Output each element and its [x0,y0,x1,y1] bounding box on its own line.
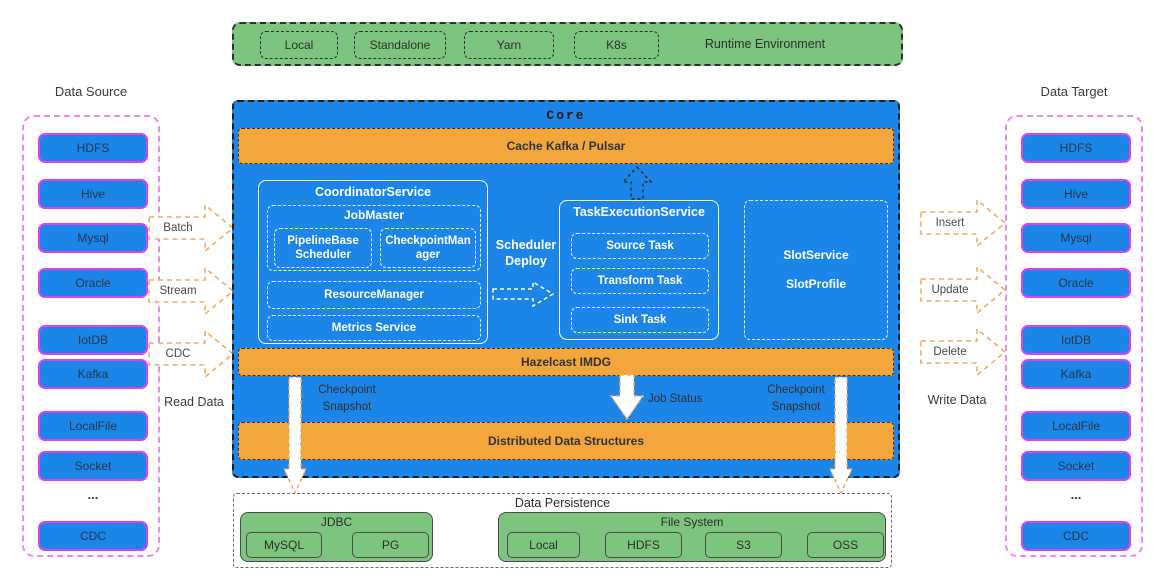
jdbc-item-mysql: MySQL [246,532,322,558]
data-target-container: HDFS Hive Mysql Oracle IotDB Kafka Local… [1005,115,1143,557]
flow-label-delete: Delete [933,346,967,358]
source-item-kafka: Kafka [38,359,148,389]
runtime-environment-label: Runtime Environment [704,37,826,51]
cache-kafka-pulsar-bar: Cache Kafka / Pulsar [238,128,894,164]
flow-arrow-update: Update [920,264,1006,316]
job-status-down-arrow-icon [610,374,644,420]
jdbc-title: JDBC [320,515,353,529]
job-master-title: JobMaster [343,208,405,222]
source-item-socket: Socket [38,451,148,481]
runtime-environment-box: Local Standalone Yarn K8s Runtime Enviro… [232,22,903,66]
flow-arrow-insert: Insert [920,197,1006,249]
job-master-box: JobMaster PipelineBase Scheduler Checkpo… [267,205,481,271]
source-item-mysql: Mysql [38,223,148,253]
fs-item-hdfs: HDFS [605,532,682,558]
flow-label-insert: Insert [935,217,965,229]
right-block-arrow-icon [148,329,234,379]
target-item-socket: Socket [1021,451,1131,481]
coordinator-service-title: CoordinatorService [314,185,431,199]
target-item-mysql: Mysql [1021,223,1131,253]
hazelcast-imdg-bar: Hazelcast IMDG [238,348,894,376]
core-title: Core [546,107,586,123]
flow-arrow-delete: Delete [920,326,1006,378]
right-block-arrow-icon [920,265,1006,315]
target-item-hdfs: HDFS [1021,133,1131,163]
runtime-item-k8s: K8s [574,31,659,59]
source-item-hdfs: HDFS [38,133,148,163]
resource-manager-box: ResourceManager [267,281,481,309]
data-target-title: Data Target [1040,83,1108,99]
slot-service-box: SlotService SlotProfile [744,200,888,340]
transform-task-box: Transform Task [571,268,709,294]
source-item-hive: Hive [38,179,148,209]
source-items-ellipsis: ... [87,486,99,502]
source-task-box: Source Task [571,233,709,259]
metrics-service-box: Metrics Service [267,315,481,341]
flow-label-cdc: CDC [165,348,191,360]
distributed-data-structures-bar: Distributed Data Structures [238,422,894,460]
core-container: Core Cache Kafka / Pulsar CoordinatorSer… [232,100,900,478]
fs-item-oss: OSS [807,532,884,558]
task-execution-service-title: TaskExecutionService [573,205,705,219]
right-block-arrow-icon [920,327,1006,377]
read-data-label: Read Data [164,395,224,409]
sink-task-box: Sink Task [571,307,709,333]
deploy-right-arrow-icon [492,280,554,308]
jdbc-item-pg: PG [352,532,429,558]
right-block-arrow-icon [148,266,234,316]
flow-label-batch: Batch [163,222,193,234]
write-data-label: Write Data [927,393,987,407]
target-item-hive: Hive [1021,179,1131,209]
flow-label-update: Update [931,284,969,296]
target-item-localfile: LocalFile [1021,411,1131,441]
checkpoint-left-down-arrow-icon [284,377,306,495]
checkpoint-snapshot-left-label: Checkpoint Snapshot [318,384,376,413]
fs-item-s3: S3 [705,532,782,558]
target-item-kafka: Kafka [1021,359,1131,389]
source-item-iotdb: IotDB [38,325,148,355]
target-item-oracle: Oracle [1021,268,1131,298]
data-persistence-container: Data Persistence JDBC MySQL PG File Syst… [233,493,892,568]
checkpoint-right-down-arrow-icon [830,377,852,495]
slot-service-label: SlotService [783,248,849,262]
cache-up-arrow-icon [622,166,652,200]
right-block-arrow-icon [920,198,1006,248]
scheduler-deploy-label: Scheduler Deploy [495,238,557,268]
source-item-oracle: Oracle [38,268,148,298]
slot-profile-label: SlotProfile [785,277,846,291]
data-persistence-title: Data Persistence [514,496,611,510]
job-status-label: Job Status [648,392,703,405]
target-item-cdc: CDC [1021,521,1131,551]
file-system-box: File System Local HDFS S3 OSS [498,512,886,562]
runtime-item-local: Local [260,31,338,59]
coordinator-service-box: CoordinatorService JobMaster PipelineBas… [258,180,488,344]
jdbc-box: JDBC MySQL PG [240,512,433,562]
runtime-item-yarn: Yarn [464,31,554,59]
runtime-item-standalone: Standalone [354,31,446,59]
data-source-container: HDFS Hive Mysql Oracle IotDB Kafka Local… [22,115,160,557]
fs-item-local: Local [507,532,580,558]
source-item-localfile: LocalFile [38,411,148,441]
flow-arrow-batch: Batch [148,202,234,254]
right-block-arrow-icon [148,203,234,253]
flow-label-stream: Stream [159,285,197,297]
target-items-ellipsis: ... [1070,486,1082,502]
data-source-title: Data Source [54,83,128,99]
pipeline-base-scheduler-box: PipelineBase Scheduler [274,228,372,268]
target-item-iotdb: IotDB [1021,325,1131,355]
source-item-cdc: CDC [38,521,148,551]
checkpoint-manager-box: CheckpointManager [380,228,476,268]
file-system-title: File System [660,515,724,529]
flow-arrow-stream: Stream [148,265,234,317]
flow-arrow-cdc: CDC [148,328,234,380]
task-execution-service-box: TaskExecutionService Source Task Transfo… [559,200,719,340]
checkpoint-snapshot-right-label: Checkpoint Snapshot [767,384,825,413]
